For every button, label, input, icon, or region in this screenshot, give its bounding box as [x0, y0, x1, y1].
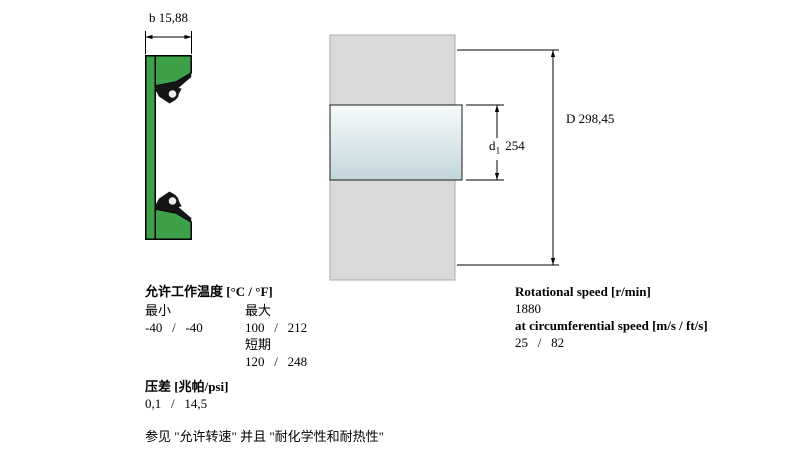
- temperature-max-column: 最大 100 / 212 短期 120 / 248: [245, 302, 307, 370]
- garter-spring-top: [166, 87, 179, 101]
- installation-drawing: [329, 34, 559, 281]
- circumferential-speed-value: 25 / 82: [515, 335, 565, 350]
- temperature-short-term-label: 短期: [245, 337, 272, 352]
- seal-top-lip-notch: [178, 77, 192, 91]
- seal-bottom-profile: [145, 191, 192, 240]
- operating-specs: 允许工作温度 [°C / °F] 最小 -40 / -40 最大 100 / 2…: [145, 283, 384, 445]
- d1-arrow-up-icon: [494, 105, 500, 112]
- temperature-max-value: 100 / 212: [245, 320, 308, 335]
- pressure-value: 0,1 / 14,5: [145, 396, 208, 411]
- shaft: [329, 104, 463, 181]
- pressure-title: 压差 [兆帕/psi]: [145, 379, 229, 394]
- d-dimension-label: D 298,45: [566, 111, 615, 126]
- garter-spring-bottom: [166, 194, 179, 208]
- seal-profile: [145, 55, 192, 240]
- seal-cross-section-drawing: [145, 31, 192, 240]
- temperature-title: 允许工作温度 [°C / °F]: [145, 284, 273, 299]
- b-arrow-right-icon: [184, 34, 192, 40]
- seal-top-profile: [145, 55, 192, 104]
- b-dimension-label: b 15,88: [149, 10, 188, 25]
- d-arrow-up-icon: [550, 50, 556, 57]
- d1-dimension-lines: [466, 104, 504, 181]
- circumferential-speed-title: at circumferential speed [m/s / ft/s]: [515, 318, 708, 333]
- reference-note: 参见 "允许转速" 并且 "耐化学性和耐热性": [145, 429, 384, 444]
- d1-symbol: d: [489, 138, 496, 153]
- temperature-min-column: 最小 -40 / -40: [145, 302, 245, 370]
- d1-arrow-down-icon: [494, 173, 500, 180]
- d-arrow-down-icon: [550, 258, 556, 265]
- temperature-min-label: 最小: [145, 303, 172, 318]
- d-dimension-lines: [457, 49, 559, 266]
- rotational-speed-title: Rotational speed [r/min]: [515, 284, 651, 299]
- seal-outer-band: [145, 55, 156, 240]
- seal-bottom-lip-notch: [178, 204, 192, 218]
- d1-subscript: 1: [495, 146, 501, 157]
- b-arrow-left-icon: [145, 34, 153, 40]
- temperature-max-label: 最大: [245, 303, 272, 318]
- temperature-short-term-value: 120 / 248: [245, 354, 308, 369]
- rotational-speed-value: 1880: [515, 301, 541, 316]
- b-dimension-lines: [145, 31, 192, 54]
- d1-dimension-label: d1 254: [486, 138, 528, 160]
- d1-value: 254: [505, 138, 525, 153]
- speed-specs: Rotational speed [r/min] 1880 at circumf…: [515, 283, 708, 351]
- temperature-min-value: -40 / -40: [145, 320, 203, 335]
- temperature-table: 最小 -40 / -40 最大 100 / 212 短期 120 / 248: [145, 302, 384, 370]
